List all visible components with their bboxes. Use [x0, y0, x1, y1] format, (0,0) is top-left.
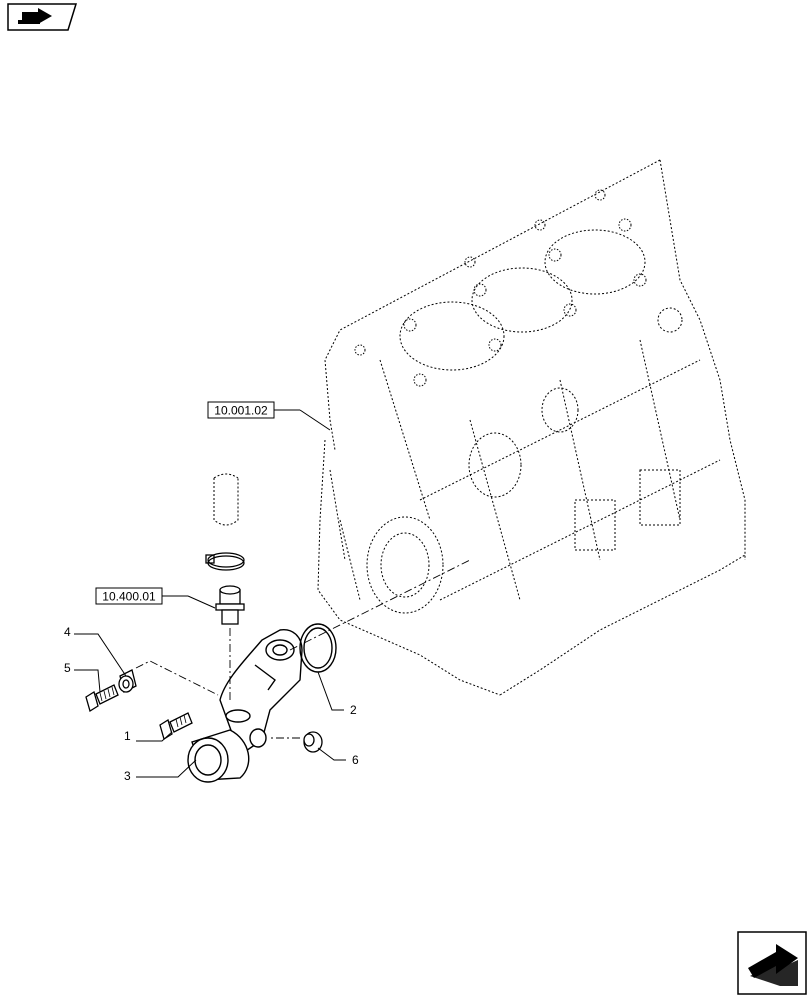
callout-5: 5	[64, 661, 101, 693]
callout-4: 4	[64, 625, 127, 677]
ref-box-pipe-label: 10.400.01	[102, 590, 156, 604]
callout-2: 2	[317, 671, 357, 717]
spacer-sleeve	[118, 669, 137, 693]
ref-box-block-label: 10.001.02	[214, 404, 268, 418]
engine-block	[317, 159, 746, 696]
water-outlet-housing	[187, 629, 303, 783]
assembly-lines	[135, 559, 471, 739]
callout-1-label: 1	[124, 729, 131, 743]
callout-6-label: 6	[352, 753, 359, 767]
deck-bolt-holes	[354, 189, 647, 387]
pipe-fitting	[215, 585, 245, 625]
callout-2-label: 2	[350, 703, 357, 717]
callout-4-label: 4	[64, 625, 71, 639]
callout-1: 1	[124, 729, 173, 743]
callout-3-label: 3	[124, 769, 131, 783]
ref-box-block[interactable]: 10.001.02	[207, 401, 331, 431]
hose	[213, 473, 239, 526]
long-bolt	[85, 684, 119, 713]
short-bolt	[159, 712, 193, 741]
ref-box-pipe[interactable]: 10.400.01	[95, 587, 216, 609]
previous-page-icon[interactable]	[7, 3, 78, 31]
o-ring	[299, 623, 337, 673]
callout-5-label: 5	[64, 661, 71, 675]
callout-3: 3	[124, 759, 197, 783]
callout-6: 6	[317, 747, 359, 767]
next-page-icon[interactable]	[737, 931, 807, 995]
hose-clamp	[205, 552, 245, 571]
plug	[303, 731, 323, 753]
